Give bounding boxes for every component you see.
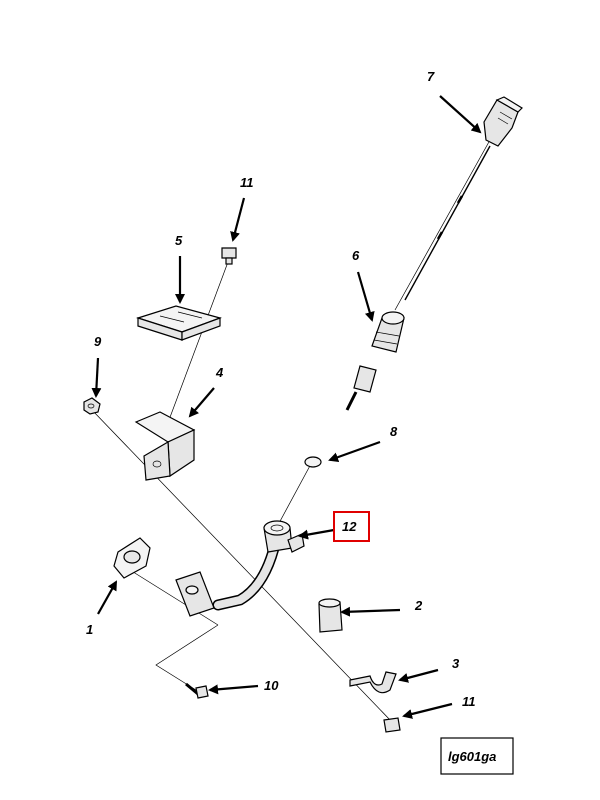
- callout-10: 10: [264, 678, 279, 693]
- leader-arrows: [91, 95, 482, 719]
- callout-3: 3: [452, 656, 460, 671]
- arrow-1: [97, 580, 117, 615]
- reference-id-box: [440, 737, 514, 775]
- callout-12-highlight-box: [333, 511, 370, 542]
- arrow-11-upper: [230, 197, 246, 242]
- arrow-12: [298, 528, 335, 540]
- callout-4: 4: [215, 365, 224, 380]
- arrow-10: [208, 684, 259, 695]
- callout-11-upper: 11: [240, 175, 254, 190]
- arrow-6: [356, 271, 375, 322]
- part-11-bolt-lower: [383, 717, 401, 733]
- part-8-o-ring: [304, 456, 322, 468]
- arrow-9: [91, 357, 102, 398]
- arrow-3: [398, 668, 439, 683]
- assembly-lines: [91, 139, 491, 723]
- callout-6: 6: [352, 248, 360, 263]
- part-11-bolt-upper: [221, 247, 237, 265]
- arrow-8: [328, 440, 381, 462]
- part-10-bolt: [185, 682, 209, 699]
- callout-8: 8: [390, 424, 398, 439]
- callout-1: 1: [86, 622, 93, 637]
- part-7-dipstick: [404, 96, 523, 301]
- part-5-upper-bracket: [136, 305, 222, 341]
- part-6-tube-cap: [345, 311, 405, 411]
- arrow-4: [188, 387, 215, 418]
- callout-12: 12: [342, 519, 357, 534]
- part-9-nut: [83, 397, 101, 415]
- part-4-lower-bracket: [134, 411, 196, 481]
- callout-5: 5: [175, 233, 183, 248]
- part-12-fill-tube: [175, 520, 305, 617]
- part-3-clamp: [349, 671, 397, 694]
- callout-11-lower: 11: [462, 694, 476, 709]
- part-2-sleeve: [318, 598, 343, 633]
- arrow-7: [439, 95, 482, 134]
- callout-2: 2: [414, 598, 423, 613]
- callout-7: 7: [427, 69, 435, 84]
- callout-labels: 7 11 5 6 9 4 8 12 1 2 3 10 11: [86, 69, 476, 709]
- callout-9: 9: [94, 334, 102, 349]
- arrow-11-lower: [402, 702, 453, 719]
- part-1-gasket: [113, 537, 151, 579]
- reference-id: lg601ga: [448, 749, 496, 764]
- arrow-2: [340, 606, 401, 617]
